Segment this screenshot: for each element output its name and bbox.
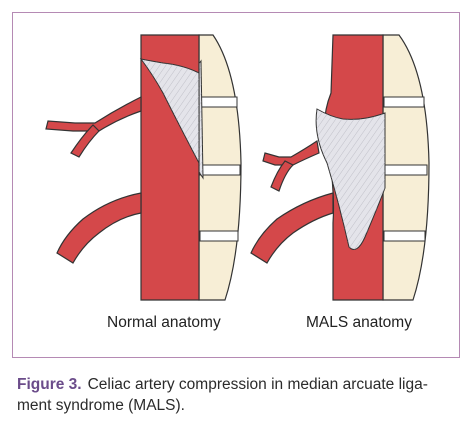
panel-label-mals: MALS anatomy xyxy=(306,314,412,331)
celiac-artery-left xyxy=(45,96,142,132)
disc-left-3 xyxy=(199,230,239,242)
disc-right-3 xyxy=(383,230,426,242)
figure-number: Figure 3. xyxy=(17,376,82,393)
celiac-artery-right xyxy=(262,139,320,166)
normal-anatomy-panel xyxy=(45,34,242,301)
disc-right-2 xyxy=(383,164,428,176)
mals-anatomy-panel xyxy=(250,34,430,301)
figure-caption: Figure 3. Celiac artery compression in me… xyxy=(17,374,465,416)
panel-label-normal: Normal anatomy xyxy=(107,314,221,331)
sma-right xyxy=(250,192,334,264)
disc-left-1 xyxy=(199,96,238,108)
disc-right-1 xyxy=(383,96,425,108)
caption-line-1: Celiac artery compression in median arcu… xyxy=(87,376,428,393)
disc-left-2 xyxy=(199,164,241,176)
anatomy-illustration xyxy=(45,34,430,301)
caption-line-2: ment syndrome (MALS). xyxy=(17,397,185,414)
figure-frame: Normal anatomy MALS anatomy xyxy=(12,12,460,358)
sma-left xyxy=(56,192,142,264)
